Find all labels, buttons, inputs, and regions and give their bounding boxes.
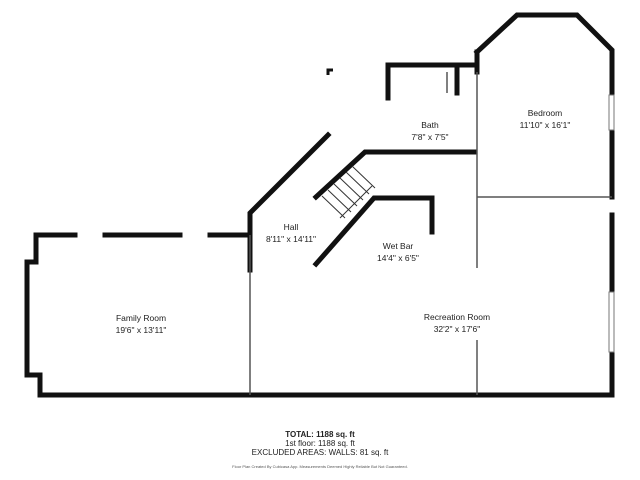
recreation-room-dims: 32'2" x 17'6" xyxy=(434,324,481,334)
wet-bar-wall xyxy=(312,195,435,268)
wet-bar-name: Wet Bar xyxy=(383,241,414,251)
wet-bar-dims: 14'4" x 6'5" xyxy=(377,253,419,263)
bath-name: Bath xyxy=(421,120,439,130)
family-room-name: Family Room xyxy=(116,313,166,323)
excluded-line: EXCLUDED AREAS: WALLS: 81 sq. ft xyxy=(251,448,389,457)
walls xyxy=(24,12,615,398)
disclaimer: Floor Plan Created By Cubicasa App. Meas… xyxy=(232,464,408,469)
room-labels: Bedroom 11'10" x 16'1" Bath 7'8" x 7'5" … xyxy=(116,108,571,335)
hall-diagonal-wall xyxy=(247,131,332,273)
bath-dims: 7'8" x 7'5" xyxy=(411,132,448,142)
area-summary: TOTAL: 1188 sq. ft 1st floor: 1188 sq. f… xyxy=(0,430,640,457)
stairs xyxy=(321,165,376,219)
partitions xyxy=(249,72,612,395)
bedroom-name: Bedroom xyxy=(528,108,563,118)
bedroom-wall xyxy=(473,12,615,98)
total-label: TOTAL: xyxy=(285,430,314,439)
family-room-west-wall xyxy=(24,232,43,398)
family-room-dims: 19'6" x 13'11" xyxy=(116,325,167,335)
windows xyxy=(608,94,615,353)
total-line: TOTAL: 1188 sq. ft xyxy=(0,430,640,439)
hall-dims: 8'11" x 14'11" xyxy=(266,234,316,244)
bedroom-dims: 11'10" x 16'1" xyxy=(520,120,571,130)
bedroom-window xyxy=(608,94,615,131)
recreation-window xyxy=(608,291,615,353)
total-value: 1188 sq. ft xyxy=(316,430,355,439)
hall-name: Hall xyxy=(284,222,299,232)
corner-marker xyxy=(326,68,333,75)
floor-line: 1st floor: 1188 sq. ft xyxy=(285,439,355,448)
stair-island-wall xyxy=(312,149,478,201)
recreation-room-name: Recreation Room xyxy=(424,312,490,322)
